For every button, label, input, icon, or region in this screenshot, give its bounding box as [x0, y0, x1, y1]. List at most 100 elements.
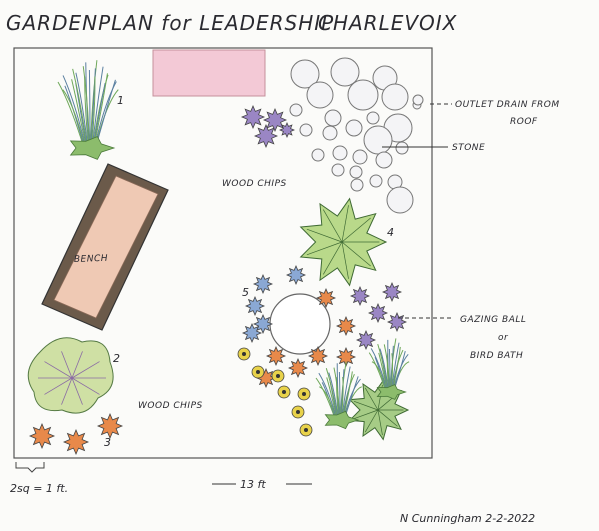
shrub-vein — [341, 241, 371, 267]
garden-boundary — [13, 47, 433, 459]
shrub-vein — [377, 409, 398, 427]
grass-blade — [338, 371, 341, 421]
stone-icon — [412, 94, 424, 106]
shrub-vein — [353, 409, 379, 420]
grass-blade — [72, 68, 88, 149]
scale-label: 2sq = 1 ft. — [10, 482, 68, 495]
shrub-vein — [322, 209, 343, 243]
shrub-vein — [306, 241, 343, 256]
title-left: GARDENPLAN for LEADERSHIP — [6, 11, 334, 35]
yellow-flower-center — [282, 390, 286, 394]
grass-blade — [62, 75, 87, 149]
orange-flower-icon — [96, 412, 124, 440]
stone-icon — [311, 148, 325, 162]
grass-blade — [71, 79, 87, 149]
blue-flower-icon — [285, 264, 307, 286]
stone-icon — [352, 149, 368, 165]
stone-icon — [350, 178, 364, 192]
purple-flower-icon — [381, 281, 403, 303]
orange-flower-icon — [307, 345, 329, 367]
plant-number-2: 2 — [113, 352, 120, 365]
orange-flower-icon — [287, 357, 309, 379]
purple-flower-icon — [349, 285, 371, 307]
shrub-vein — [71, 351, 83, 379]
orange-flower-icon — [315, 287, 337, 309]
purple-flower-icon — [386, 311, 408, 333]
signature: N Cunningham 2-2-2022 — [400, 512, 535, 525]
leafy-shrub-4 — [299, 197, 388, 287]
stone-icon — [349, 165, 363, 179]
width-label: 13 ft — [240, 478, 266, 491]
outlet-drain-label-2: ROOF — [510, 117, 538, 127]
stone-icon — [363, 125, 393, 155]
stone-icon — [366, 111, 380, 125]
grass-blade — [82, 66, 90, 149]
yellow-flower-center — [256, 370, 260, 374]
purple-flower-icon — [355, 329, 377, 351]
purple-flower-icon — [253, 123, 279, 149]
stone-icon — [369, 174, 383, 188]
stone-icon — [324, 109, 342, 127]
orange-flower-group — [28, 412, 124, 456]
stone-icon — [395, 141, 409, 155]
wood-chips-label-top: WOOD CHIPS — [222, 179, 287, 189]
gazing-ball-label-2: BIRD BATH — [470, 351, 523, 361]
grass-blade — [88, 69, 91, 149]
bench: BENCH — [41, 163, 169, 331]
plant-number-4: 4 — [387, 226, 394, 239]
stone-icon — [381, 83, 409, 111]
grass-blade — [75, 72, 89, 149]
blue-flower-icon — [241, 322, 263, 344]
ornamental-grass-1 — [57, 60, 119, 160]
stone-icon — [345, 119, 363, 137]
grass-base-icon — [376, 384, 407, 400]
ornamental-grass-2 — [315, 338, 410, 441]
purple-flower-icon — [240, 104, 266, 130]
shrub-vein — [61, 377, 73, 405]
plant-number-1: 1 — [117, 94, 124, 107]
stone-cluster — [289, 57, 424, 214]
stone-label: STONE — [452, 143, 485, 153]
yellow-flower-group — [237, 347, 313, 437]
shrub-vein — [353, 400, 379, 411]
shrub-vein — [71, 377, 100, 395]
stone-icon — [375, 151, 393, 169]
gazing-ball-or: or — [498, 333, 509, 343]
blue-flower-icon — [252, 273, 274, 295]
shrub-vein — [322, 241, 343, 275]
stone-icon — [306, 81, 334, 109]
grass-blade — [57, 81, 85, 149]
stone-icon — [332, 145, 348, 161]
plant-number-5: 5 — [242, 286, 249, 299]
orange-flower-icon — [335, 346, 357, 368]
scale-marker — [15, 462, 45, 473]
grass-base-icon — [69, 136, 116, 160]
shrub-vein — [71, 377, 83, 405]
flower-ring — [241, 264, 408, 389]
purple-flower-icon — [279, 122, 295, 138]
orange-flower-icon — [28, 422, 56, 450]
grass-blade — [62, 89, 86, 149]
stone-icon — [347, 79, 379, 111]
shrub-vein — [44, 377, 73, 395]
blue-flower-icon — [244, 295, 266, 317]
orange-flower-icon — [265, 345, 287, 367]
shrub-vein — [341, 205, 349, 243]
wood-chips-label-bottom: WOOD CHIPS — [138, 401, 203, 411]
stone-icon — [290, 59, 320, 89]
yellow-flower-center — [276, 374, 280, 378]
orange-flower-icon — [62, 428, 90, 456]
shrub-vein — [364, 409, 379, 433]
purple-flower-icon — [262, 107, 288, 133]
stone-icon — [386, 186, 414, 214]
orange-flower-icon — [335, 315, 357, 337]
bench-label: BENCH — [74, 254, 108, 265]
stone-icon — [331, 163, 345, 177]
outlet-drain-label: OUTLET DRAIN FROM — [455, 100, 560, 110]
gazing-ball-label: GAZING BALL — [460, 315, 526, 325]
shrub-vein — [341, 217, 371, 243]
shrub-vein — [377, 409, 383, 436]
yellow-flower-center — [302, 392, 306, 396]
